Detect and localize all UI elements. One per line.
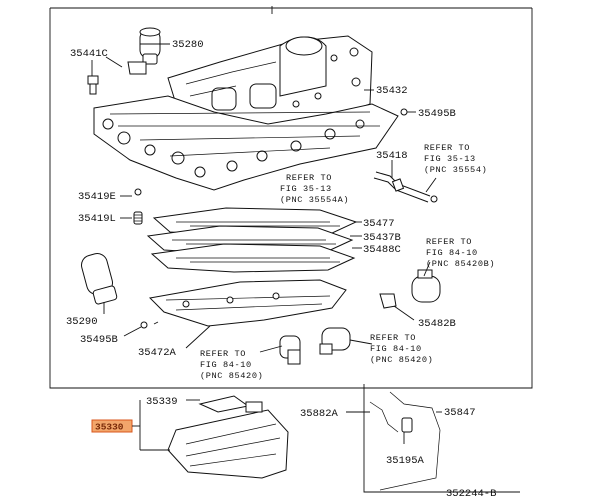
part-label-35290[interactable]: 35290 (66, 316, 98, 328)
part-label-35482B[interactable]: 35482B (418, 318, 456, 330)
refer-note-line: FIG 35-13 (280, 184, 332, 194)
lower-valve-body-35472A-drawing (148, 279, 347, 349)
part-label-35441C[interactable]: 35441C (70, 48, 108, 60)
detent-spring-drawing (346, 391, 442, 491)
check-ball-35495B-bottom-drawing (123, 321, 148, 337)
refer-note-line: FIG 84-10 (426, 248, 478, 258)
part-label-35432[interactable]: 35432 (376, 85, 408, 97)
refer-note-fig84-10-a: REFER TO FIG 84-10 (PNC 85420B) (426, 237, 495, 269)
refer-note-line: (PNC 85420) (370, 355, 433, 365)
upper-valve-body-drawing (167, 35, 374, 133)
solenoids-85420-drawing (259, 327, 373, 365)
oil-strainer-drawing (139, 395, 289, 479)
refer-note-line: (PNC 35554A) (280, 195, 349, 205)
refer-note-fig35-13-b: REFER TO FIG 35-13 (PNC 35554A) (280, 173, 349, 205)
refer-note-fig84-10-c: REFER TO FIG 84-10 (PNC 85420) (200, 349, 263, 381)
part-label-35437B[interactable]: 35437B (363, 232, 401, 244)
part-label-35477[interactable]: 35477 (363, 218, 395, 230)
part-label-35488C[interactable]: 35488C (363, 244, 401, 256)
refer-note-line: (PNC 85420) (200, 371, 263, 381)
part-label-35495B-bottom[interactable]: 35495B (80, 334, 118, 346)
part-label-35418[interactable]: 35418 (376, 150, 408, 162)
main-assembly-frame (49, 6, 533, 389)
refer-note-line: (PNC 85420B) (426, 259, 495, 269)
part-label-35882A[interactable]: 35882A (300, 408, 339, 420)
refer-note-line: REFER TO (200, 349, 246, 359)
part-label-35847[interactable]: 35847 (444, 407, 476, 419)
sub-assembly-frame (363, 384, 520, 493)
separator-plates-drawing (146, 207, 362, 273)
part-label-35472A[interactable]: 35472A (138, 347, 177, 359)
refer-note-line: REFER TO (286, 173, 332, 183)
part-label-35195A[interactable]: 35195A (386, 455, 425, 467)
lower-valve-body-drawing (93, 95, 399, 191)
diagram-id: 352244-B (446, 488, 496, 500)
refer-note-line: REFER TO (424, 143, 470, 153)
part-label-35280[interactable]: 35280 (172, 39, 204, 51)
refer-note-fig35-13-a: REFER TO FIG 35-13 (PNC 35554) (424, 143, 487, 175)
check-ball-35495B-top-drawing (400, 108, 416, 116)
clip-35482B-drawing (379, 293, 415, 321)
solenoid-85420B-drawing (411, 261, 441, 303)
part-label-35419E[interactable]: 35419E (78, 191, 116, 203)
refer-note-line: REFER TO (370, 333, 416, 343)
oil-pipe-35418-drawing (373, 160, 438, 203)
part-label-35495B-top[interactable]: 35495B (418, 108, 456, 120)
part-label-35339[interactable]: 35339 (146, 396, 178, 408)
refer-note-line: (PNC 35554) (424, 165, 487, 175)
refer-note-line: FIG 84-10 (200, 360, 252, 370)
refer-note-line: FIG 84-10 (370, 344, 422, 354)
bolt-35441C-drawing (87, 56, 123, 95)
refer-note-line: FIG 35-13 (424, 154, 476, 164)
solenoid-35280-drawing (127, 27, 170, 75)
part-label-35330-highlighted[interactable]: 35330 (91, 419, 170, 451)
ball-spring-35419-drawing (120, 188, 143, 225)
refer-note-line: REFER TO (426, 237, 472, 247)
part-label-35330[interactable]: 35330 (95, 422, 124, 433)
solenoid-35290-drawing (81, 253, 118, 314)
refer-note-fig84-10-b: REFER TO FIG 84-10 (PNC 85420) (370, 333, 433, 365)
part-label-35419L[interactable]: 35419L (78, 213, 116, 225)
